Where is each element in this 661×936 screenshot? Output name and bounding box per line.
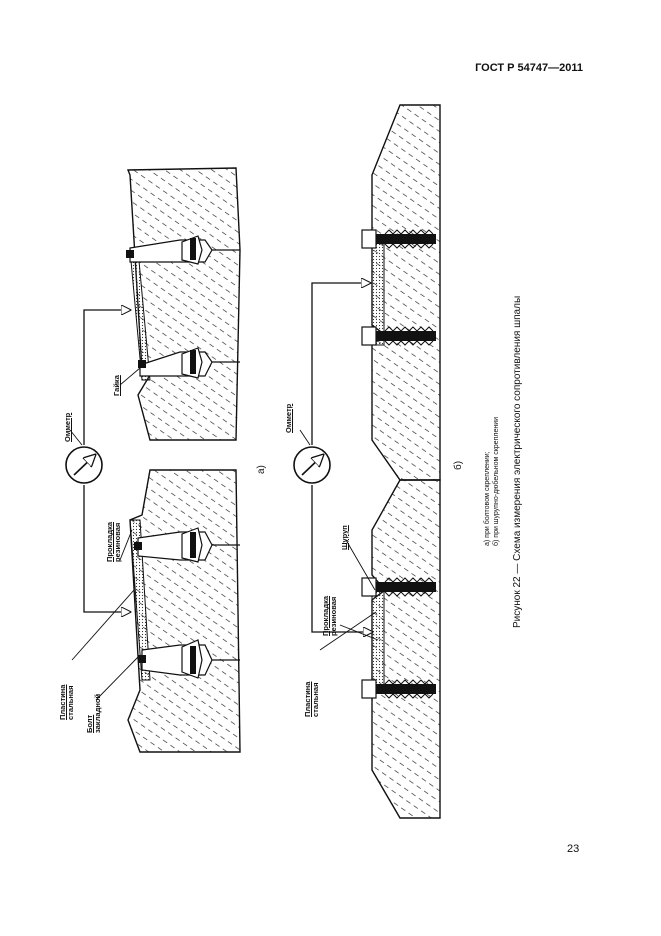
sleeper-section-b2 [361, 479, 441, 819]
leader-lines-b [299, 429, 379, 651]
leader-lines-a [69, 367, 141, 701]
bolt-assembly [134, 527, 240, 563]
ohmmeter-label-a: Омметр [63, 412, 72, 442]
sleeper-section-a1 [126, 167, 241, 441]
rubber-pad-label-a: Прокладка резиновая [105, 521, 122, 562]
nut-label: Гайка [112, 375, 121, 396]
anchor-bolt-label: Болт закладной [85, 693, 102, 733]
rubber-pad-label-b: Прокладка резиновая [321, 595, 338, 636]
panel-b-label: б) [453, 460, 464, 470]
ohmmeter-a [65, 446, 103, 484]
steel-plate-label-b: Пластина стальная [303, 681, 320, 717]
bolt-assembly [138, 347, 240, 379]
screw-assembly [361, 229, 436, 249]
bolt-assembly [138, 639, 240, 679]
panel-a-label: а) [256, 465, 267, 474]
sleeper-section-b1 [361, 104, 441, 481]
screw-assembly [361, 679, 436, 699]
sleeper-section-a2 [127, 469, 241, 753]
caption-note-a: а) при болтовом скреплении; [484, 451, 491, 546]
ohmmeter-label-b: Омметр [284, 403, 293, 433]
screw-assembly [361, 326, 436, 346]
steel-plate-label-a: Пластина стальная [58, 684, 75, 720]
screw-label: Шуруп [340, 525, 349, 550]
wiring-b [311, 283, 372, 632]
page-number: 23 [567, 843, 580, 855]
document-id: ГОСТ Р 54747—2011 [475, 62, 583, 74]
figure-caption: Рисунок 22 — Схема измерения электрическ… [512, 295, 523, 628]
bolt-assembly [126, 235, 240, 265]
caption-note-b: б) при шурупно-дюбельном скреплении [493, 416, 500, 546]
screw-assembly [361, 577, 436, 597]
ohmmeter-b [293, 446, 331, 484]
